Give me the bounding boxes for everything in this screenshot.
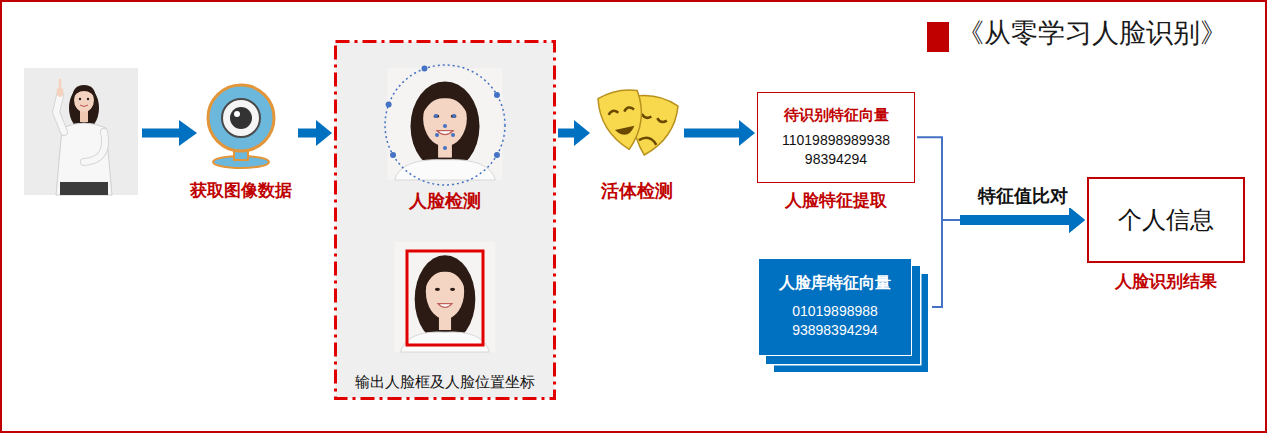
flow-arrow <box>316 120 332 146</box>
face-photo <box>437 131 453 135</box>
face-photo <box>395 242 496 352</box>
flow-arrow <box>932 207 1085 307</box>
camera-icon <box>208 85 274 151</box>
face-bounding-box <box>407 251 483 345</box>
liveness-step: 活体检测 <box>592 82 682 207</box>
step-label: 获取图像数据 <box>186 180 296 202</box>
flow-arrow <box>574 120 590 146</box>
camera-icon <box>230 107 252 129</box>
face-photo <box>424 260 466 292</box>
landmark-overlay <box>443 146 447 150</box>
step-label: 活体检测 <box>592 180 682 203</box>
box-heading: 人脸库特征向量 <box>769 273 901 294</box>
face-photo <box>451 114 457 117</box>
masks-icon <box>608 110 618 115</box>
landmark-overlay <box>390 152 396 158</box>
masks-icon <box>596 87 649 154</box>
face-photo <box>415 255 476 343</box>
flow-arrow <box>298 120 332 146</box>
flow-arrow <box>1069 207 1085 233</box>
masks-icon <box>657 118 667 123</box>
flow-arrow <box>684 120 755 146</box>
person-photo <box>79 98 81 100</box>
camera-icon <box>234 111 240 117</box>
flow-arrow <box>684 129 739 138</box>
person-photo <box>84 132 105 162</box>
face-photo <box>388 68 503 180</box>
step-label: 人脸特征提取 <box>728 190 944 212</box>
flow-arrow <box>917 137 1085 233</box>
landmark-overlay <box>434 114 438 118</box>
person-photo <box>60 182 108 195</box>
output-note: 输出人脸框及人脸位置坐标 <box>334 372 556 392</box>
flow-arrow <box>1069 207 1085 233</box>
flow-arrow <box>960 215 1069 225</box>
flow-arrow <box>917 137 960 220</box>
face-photo <box>388 68 503 180</box>
landmark-overlay <box>386 101 392 107</box>
flow-arrow <box>558 129 574 138</box>
input-arrow <box>142 120 197 146</box>
person-photo <box>84 132 105 162</box>
vector-value: 01019898988 93898394294 <box>780 302 890 341</box>
result-box: 个人信息人脸识别结果 <box>1087 177 1245 263</box>
person-photo <box>24 68 138 195</box>
step-label: 人脸检测 <box>334 190 556 213</box>
box-heading: 待识别特征向量 <box>770 105 902 125</box>
landmark-overlay <box>494 92 500 98</box>
landmark-overlay <box>494 152 500 158</box>
input-arrow <box>142 129 180 138</box>
landmark-overlay <box>385 65 505 185</box>
step-label: 人脸识别结果 <box>1059 271 1267 293</box>
masks-icon <box>615 126 636 137</box>
face-photo <box>450 288 455 291</box>
result-text: 个人信息 <box>1118 204 1214 235</box>
face-photo <box>438 304 452 308</box>
camera-icon <box>222 99 260 137</box>
vector-value: 11019898989938 98394294 <box>774 131 898 170</box>
flow-arrow <box>298 129 316 138</box>
landmark-overlay <box>451 133 455 137</box>
masks-icon <box>639 136 658 145</box>
landmark-overlay <box>435 133 439 137</box>
masks-icon <box>641 114 651 119</box>
face-photo <box>421 86 469 118</box>
person-photo <box>56 96 64 132</box>
person-photo <box>72 85 96 100</box>
face-photo <box>401 332 490 352</box>
person-photo <box>59 80 62 88</box>
face-photo <box>394 160 495 180</box>
person-photo <box>56 96 64 132</box>
landmark-overlay <box>452 114 456 118</box>
library-vector-box: 人脸库特征向量 01019898988 93898394294 <box>758 258 912 356</box>
face-photo <box>411 81 480 171</box>
landmark-overlay <box>443 124 447 128</box>
person-photo <box>80 105 88 107</box>
title-marker <box>927 22 949 52</box>
query-vector-box: 待识别特征向量11019898989938 98394294人脸特征提取 <box>757 92 915 183</box>
person-photo <box>24 68 138 195</box>
detection-illustration <box>334 40 556 400</box>
person-photo <box>87 98 89 100</box>
flow-arrow <box>558 120 590 146</box>
input-arrow <box>179 120 197 146</box>
face-photo <box>395 242 496 352</box>
detection-region: 人脸检测输出人脸框及人脸位置坐标 <box>334 40 556 400</box>
masks-icon <box>624 107 634 112</box>
flow-arrow <box>739 120 755 146</box>
face-photo <box>434 114 440 117</box>
landmark-overlay <box>421 66 427 72</box>
diagram-title: 《从零学习人脸识别》 <box>957 16 1227 51</box>
flow-arrow <box>960 215 1069 225</box>
face-photo <box>435 288 440 291</box>
masks-icon <box>596 87 649 154</box>
flow-arrow <box>932 220 960 307</box>
landmark-overlay <box>385 65 505 185</box>
edge-label: 特征值比对 <box>975 184 1071 208</box>
capture-step: 获取图像数据 <box>186 82 296 207</box>
region-outline <box>336 42 555 399</box>
